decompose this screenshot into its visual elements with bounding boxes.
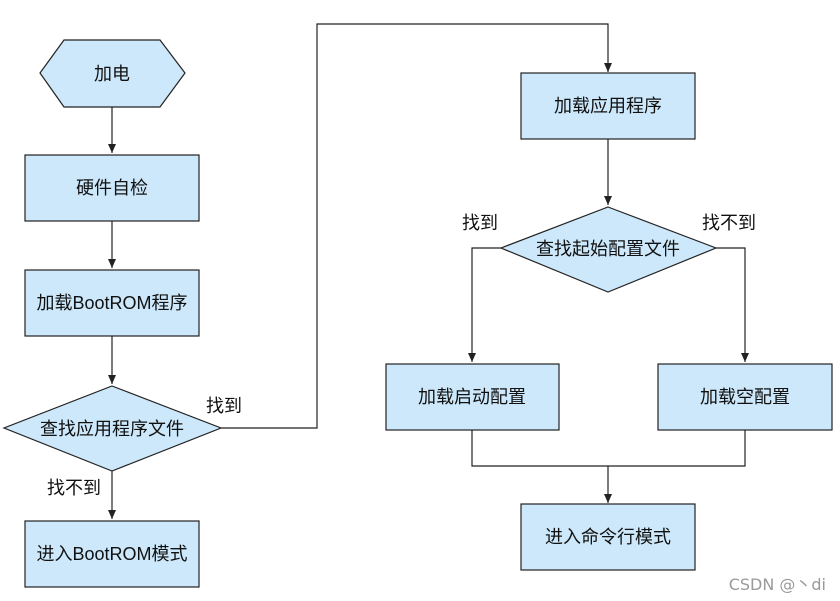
node-find-app-label: 查找应用程序文件 xyxy=(40,419,184,439)
node-enter-bootrom: 进入BootROM模式 xyxy=(24,520,200,588)
node-enter-cli-label: 进入命令行模式 xyxy=(545,527,671,547)
node-enter-bootrom-label: 进入BootROM模式 xyxy=(36,544,187,564)
node-load-bootrom-label: 加载BootROM程序 xyxy=(36,293,187,313)
edge-findapp-to-loadapp xyxy=(221,23,612,429)
node-self-check-label: 硬件自检 xyxy=(76,178,148,198)
edge-label-app-found: 找到 xyxy=(206,396,242,416)
node-load-empty-config: 加载空配置 xyxy=(657,363,833,431)
node-load-app-label: 加载应用程序 xyxy=(554,96,662,116)
watermark: CSDN @丶di xyxy=(728,575,826,594)
node-load-app: 加载应用程序 xyxy=(520,72,696,140)
edge-findconfig-to-loadempty xyxy=(716,247,749,362)
node-find-app: 查找应用程序文件 xyxy=(2,385,223,472)
edge-findconfig-to-loadstartup xyxy=(468,247,501,362)
node-power-on: 加电 xyxy=(39,39,186,108)
edge-label-app-not-found: 找不到 xyxy=(47,478,101,498)
node-load-startup-config: 加载启动配置 xyxy=(385,363,560,431)
edge-loadempty-to-merge xyxy=(608,430,746,467)
node-load-empty-config-label: 加载空配置 xyxy=(700,387,790,407)
edge-label-config-not-found: 找不到 xyxy=(702,213,756,233)
node-load-bootrom: 加载BootROM程序 xyxy=(24,269,200,337)
edge-label-config-found: 找到 xyxy=(462,213,498,233)
node-find-startup-config-label: 查找起始配置文件 xyxy=(536,239,680,259)
node-power-on-label: 加电 xyxy=(94,64,130,84)
node-self-check: 硬件自检 xyxy=(24,154,200,222)
edge-loadstartup-to-merge xyxy=(471,430,608,467)
node-load-startup-config-label: 加载启动配置 xyxy=(418,387,526,407)
node-enter-cli: 进入命令行模式 xyxy=(520,503,696,571)
node-find-startup-config: 查找起始配置文件 xyxy=(499,206,718,293)
